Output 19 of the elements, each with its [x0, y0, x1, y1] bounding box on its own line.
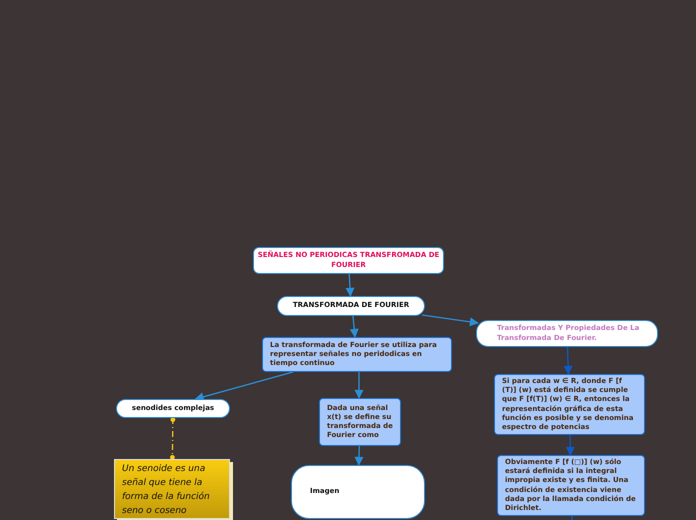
- arrow: [354, 446, 364, 466]
- note-card: [114, 459, 230, 519]
- text-box: [497, 455, 645, 516]
- note-text: Un senoide es una señal que tiene la forma de la función seno o coseno: [122, 463, 211, 518]
- arrow: [564, 346, 573, 375]
- arrow: [194, 371, 294, 402]
- topic-box: [116, 399, 230, 418]
- topic-box: [277, 296, 425, 316]
- arrow: [350, 316, 359, 338]
- text-box: [494, 374, 645, 435]
- topic-box: [253, 247, 444, 274]
- arrow: [566, 434, 575, 456]
- arrow: [422, 314, 479, 326]
- arrow: [354, 372, 364, 399]
- text-box: [319, 398, 401, 446]
- topic-box: [476, 320, 658, 347]
- arrow: [346, 274, 354, 297]
- text-box: [262, 337, 452, 372]
- topic-box: [291, 465, 425, 519]
